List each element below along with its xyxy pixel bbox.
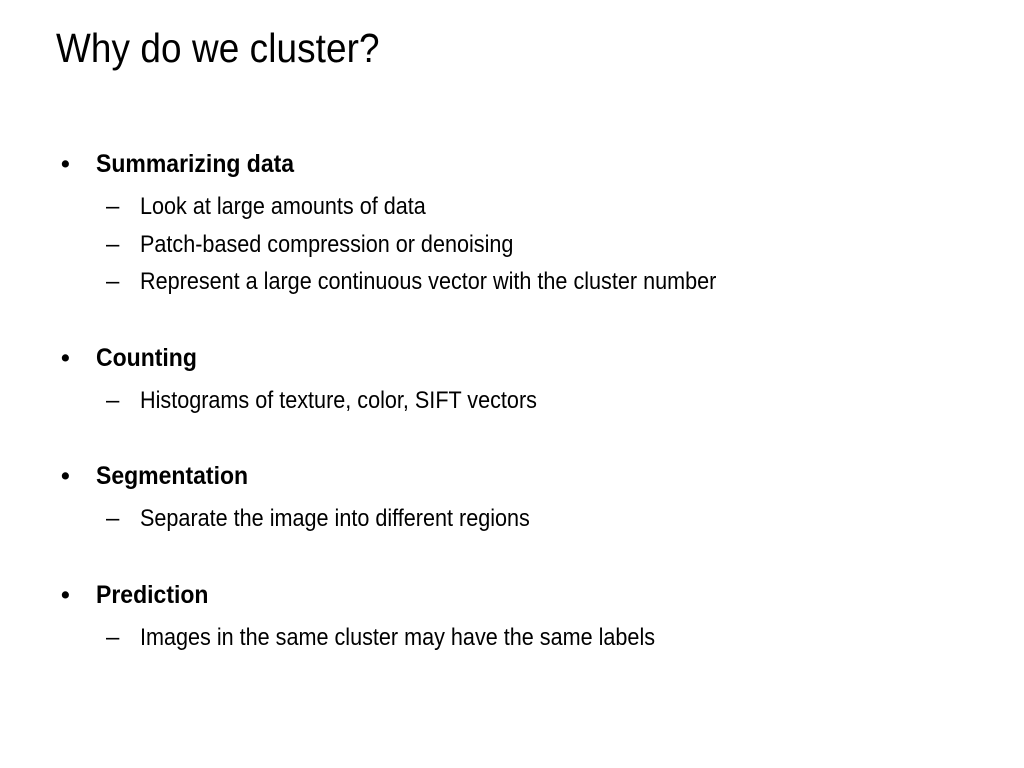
sub-bullet-list: – Images in the same cluster may have th… xyxy=(0,619,1024,657)
list-item: – Look at large amounts of data xyxy=(0,188,1024,226)
sub-bullet-list: – Histograms of texture, color, SIFT vec… xyxy=(0,382,1024,420)
bullet-level1-label: Prediction xyxy=(96,580,209,609)
list-item: – Images in the same cluster may have th… xyxy=(0,619,1024,657)
list-item: – Separate the image into different regi… xyxy=(0,500,1024,538)
bullet-level1-summarizing-data: • Summarizing data xyxy=(0,148,1024,181)
bullet-dash-icon: – xyxy=(106,268,120,295)
slide-body: • Summarizing data – Look at large amoun… xyxy=(0,148,1024,656)
bullet-level1-label: Counting xyxy=(96,343,197,372)
bullet-group: • Segmentation – Separate the image into… xyxy=(0,460,1024,538)
list-item: – Represent a large continuous vector wi… xyxy=(0,263,1024,301)
sub-bullet-label: Images in the same cluster may have the … xyxy=(140,623,656,651)
bullet-dash-icon: – xyxy=(106,386,120,414)
bullet-group: • Counting – Histograms of texture, colo… xyxy=(0,342,1024,420)
bullet-dash-icon: – xyxy=(106,505,120,532)
sub-bullet-list: – Separate the image into different regi… xyxy=(0,500,1024,538)
sub-bullet-list: – Look at large amounts of data – Patch-… xyxy=(0,188,1024,301)
bullet-level1-counting: • Counting xyxy=(0,342,1024,375)
page-title: Why do we cluster? xyxy=(56,25,380,71)
bullet-group: • Summarizing data – Look at large amoun… xyxy=(0,148,1024,301)
sub-bullet-label: Patch-based compression or denoising xyxy=(140,230,514,258)
bullet-group: • Prediction – Images in the same cluste… xyxy=(0,579,1024,657)
bullet-level1-prediction: • Prediction xyxy=(0,579,1024,612)
sub-bullet-label: Separate the image into different region… xyxy=(140,505,530,532)
sub-bullet-label: Look at large amounts of data xyxy=(140,193,426,220)
bullet-level1-segmentation: • Segmentation xyxy=(0,460,1024,493)
sub-bullet-label: Represent a large continuous vector with… xyxy=(140,268,717,295)
bullet-dot-icon: • xyxy=(61,462,70,490)
bullet-dash-icon: – xyxy=(106,193,120,220)
list-item: – Patch-based compression or denoising xyxy=(0,226,1024,264)
bullet-dot-icon: • xyxy=(61,343,70,372)
bullet-level1-label: Summarizing data xyxy=(96,150,295,178)
bullet-dot-icon: • xyxy=(61,580,70,609)
bullet-level1-label: Segmentation xyxy=(96,462,249,490)
bullet-dash-icon: – xyxy=(106,230,120,258)
bullet-dot-icon: • xyxy=(61,150,70,178)
list-item: – Histograms of texture, color, SIFT vec… xyxy=(0,382,1024,420)
sub-bullet-label: Histograms of texture, color, SIFT vecto… xyxy=(140,386,537,414)
bullet-dash-icon: – xyxy=(106,623,120,651)
